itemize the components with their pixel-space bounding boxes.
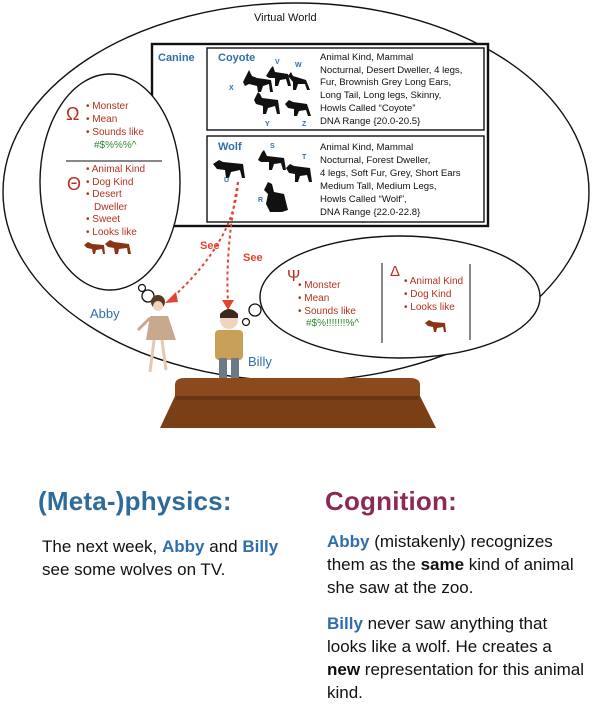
cognition-abby-text: Abby (mistakenly) recognizes them as the… [327, 532, 574, 597]
abby-figure [136, 295, 176, 373]
theta-attributes: • Animal Kind • Dog Kind • Desert Dwelle… [86, 164, 145, 240]
wolf-desc-line: Nocturnal, Forest Dweller, [320, 155, 431, 166]
coyote-label: Coyote [218, 52, 256, 64]
wolf-silhouettes [213, 150, 312, 212]
omega-item: • Monster [86, 101, 129, 112]
stand [160, 378, 436, 428]
marker-u: U [224, 177, 230, 184]
cognition-billy-text: Billy never saw anything that looks like… [327, 614, 585, 702]
see-label-abby: See [200, 240, 220, 252]
psi-attributes: • Monster • Mean • Sounds like #$%!!!!!!… [298, 280, 359, 331]
theta-item: • Desert [86, 189, 122, 201]
billy-looks-like-animal [425, 320, 446, 332]
see-arrowhead-abby [165, 292, 178, 303]
coyote-desc-line: Nocturnal, Desert Dweller, 4 legs, [320, 64, 463, 76]
wolf-desc-line: Animal Kind, Mammal [320, 142, 414, 153]
abby-bubble-dot [137, 283, 147, 293]
psi-item: • Monster [298, 280, 341, 291]
theta-item: • Dog Kind [86, 176, 134, 188]
canine-label: Canine [158, 52, 195, 64]
metaphysics-heading: (Meta-)physics: [38, 486, 232, 516]
delta-symbol: Δ [390, 263, 401, 280]
new-emphasis: new [327, 660, 361, 679]
same-emphasis: same [420, 555, 465, 574]
see-label-billy: See [243, 252, 263, 264]
wolf-label: Wolf [218, 141, 242, 153]
abby-looks-like-animals [84, 240, 131, 254]
omega-item: • Mean [86, 114, 118, 125]
marker-x: X [229, 85, 234, 92]
abby-thought-bubble [39, 73, 181, 291]
delta-item: • Looks like [404, 302, 455, 313]
billy-figure [215, 309, 243, 378]
psi-item: • Sounds like [298, 305, 356, 317]
cognition-heading: Cognition: [325, 486, 457, 516]
wolf-desc-line: DNA Range {22.0-22.8} [320, 207, 421, 218]
virtual-world-diagram [2, 2, 590, 428]
see-arrows [171, 181, 239, 303]
omega-item: • Sounds like [86, 127, 144, 138]
marker-t: T [302, 154, 307, 161]
wolf-description: Animal Kind, Mammal Nocturnal, Forest Dw… [320, 141, 461, 219]
abby-name: Abby [90, 306, 120, 321]
psi-sound: #$%!!!!!!!%^ [306, 318, 360, 330]
marker-s: S [270, 143, 275, 150]
wolf-desc-line: 4 legs, Soft Fur, Grey, Short Ears [320, 168, 461, 179]
billy-ref: Billy [327, 614, 363, 633]
billy-bubble-dot [241, 317, 251, 327]
coyote-desc-line: Long Tail, Long legs, Skinny, [320, 90, 442, 102]
delta-item: • Dog Kind [404, 289, 452, 300]
abby-bubble-dot [141, 289, 155, 303]
theta-item: • Looks like [86, 226, 137, 238]
coyote-desc-line: Howls Called “Coyote” [320, 102, 416, 114]
billy-name: Billy [248, 354, 272, 369]
theta-symbol: Θ [67, 174, 82, 194]
see-arrowhead-billy [222, 300, 234, 310]
theta-item: • Animal Kind [86, 164, 146, 175]
billy-bubble-dot [248, 303, 262, 317]
marker-z: Z [302, 121, 307, 128]
delta-attributes: • Animal Kind • Dog Kind • Looks like [404, 275, 463, 314]
coyote-desc-line: Fur, Brownish Grey Long Ears, [320, 77, 452, 89]
abby-ref: Abby [327, 532, 370, 551]
metaphysics-text: The next week, Abby and Billy see some w… [42, 537, 279, 579]
wolf-desc-line: Howls Called “Wolf”, [320, 194, 407, 205]
marker-y: Y [265, 121, 270, 128]
coyote-desc-line: DNA Range {20.0-20.5} [320, 115, 421, 127]
marker-w: W [295, 62, 302, 69]
wolf-box [206, 135, 485, 223]
marker-v: V [275, 59, 280, 66]
omega-attributes: • Monster • Mean • Sounds like #$%%%^ [86, 100, 144, 152]
billy-ref: Billy [242, 537, 279, 556]
coyote-description: Animal Kind, Mammal Nocturnal, Desert Dw… [320, 52, 462, 128]
theta-item: • Sweet [86, 214, 121, 226]
omega-sound: #$%%%^ [94, 140, 137, 151]
coyote-box [206, 47, 485, 131]
coyote-desc-line: Animal Kind, Mammal [320, 52, 414, 63]
theta-item-cont: Dweller [94, 201, 128, 213]
abby-ref: Abby [162, 537, 205, 556]
coyote-silhouettes [243, 66, 311, 116]
psi-symbol: Ψ [287, 268, 301, 285]
marker-r: R [258, 197, 264, 204]
psi-item: • Mean [298, 292, 330, 304]
world-title: Virtual World [254, 12, 317, 24]
omega-symbol: Ω [66, 104, 80, 124]
wolf-desc-line: Medium Tall, Medium Legs, [320, 181, 437, 192]
delta-item: • Animal Kind [404, 276, 464, 287]
